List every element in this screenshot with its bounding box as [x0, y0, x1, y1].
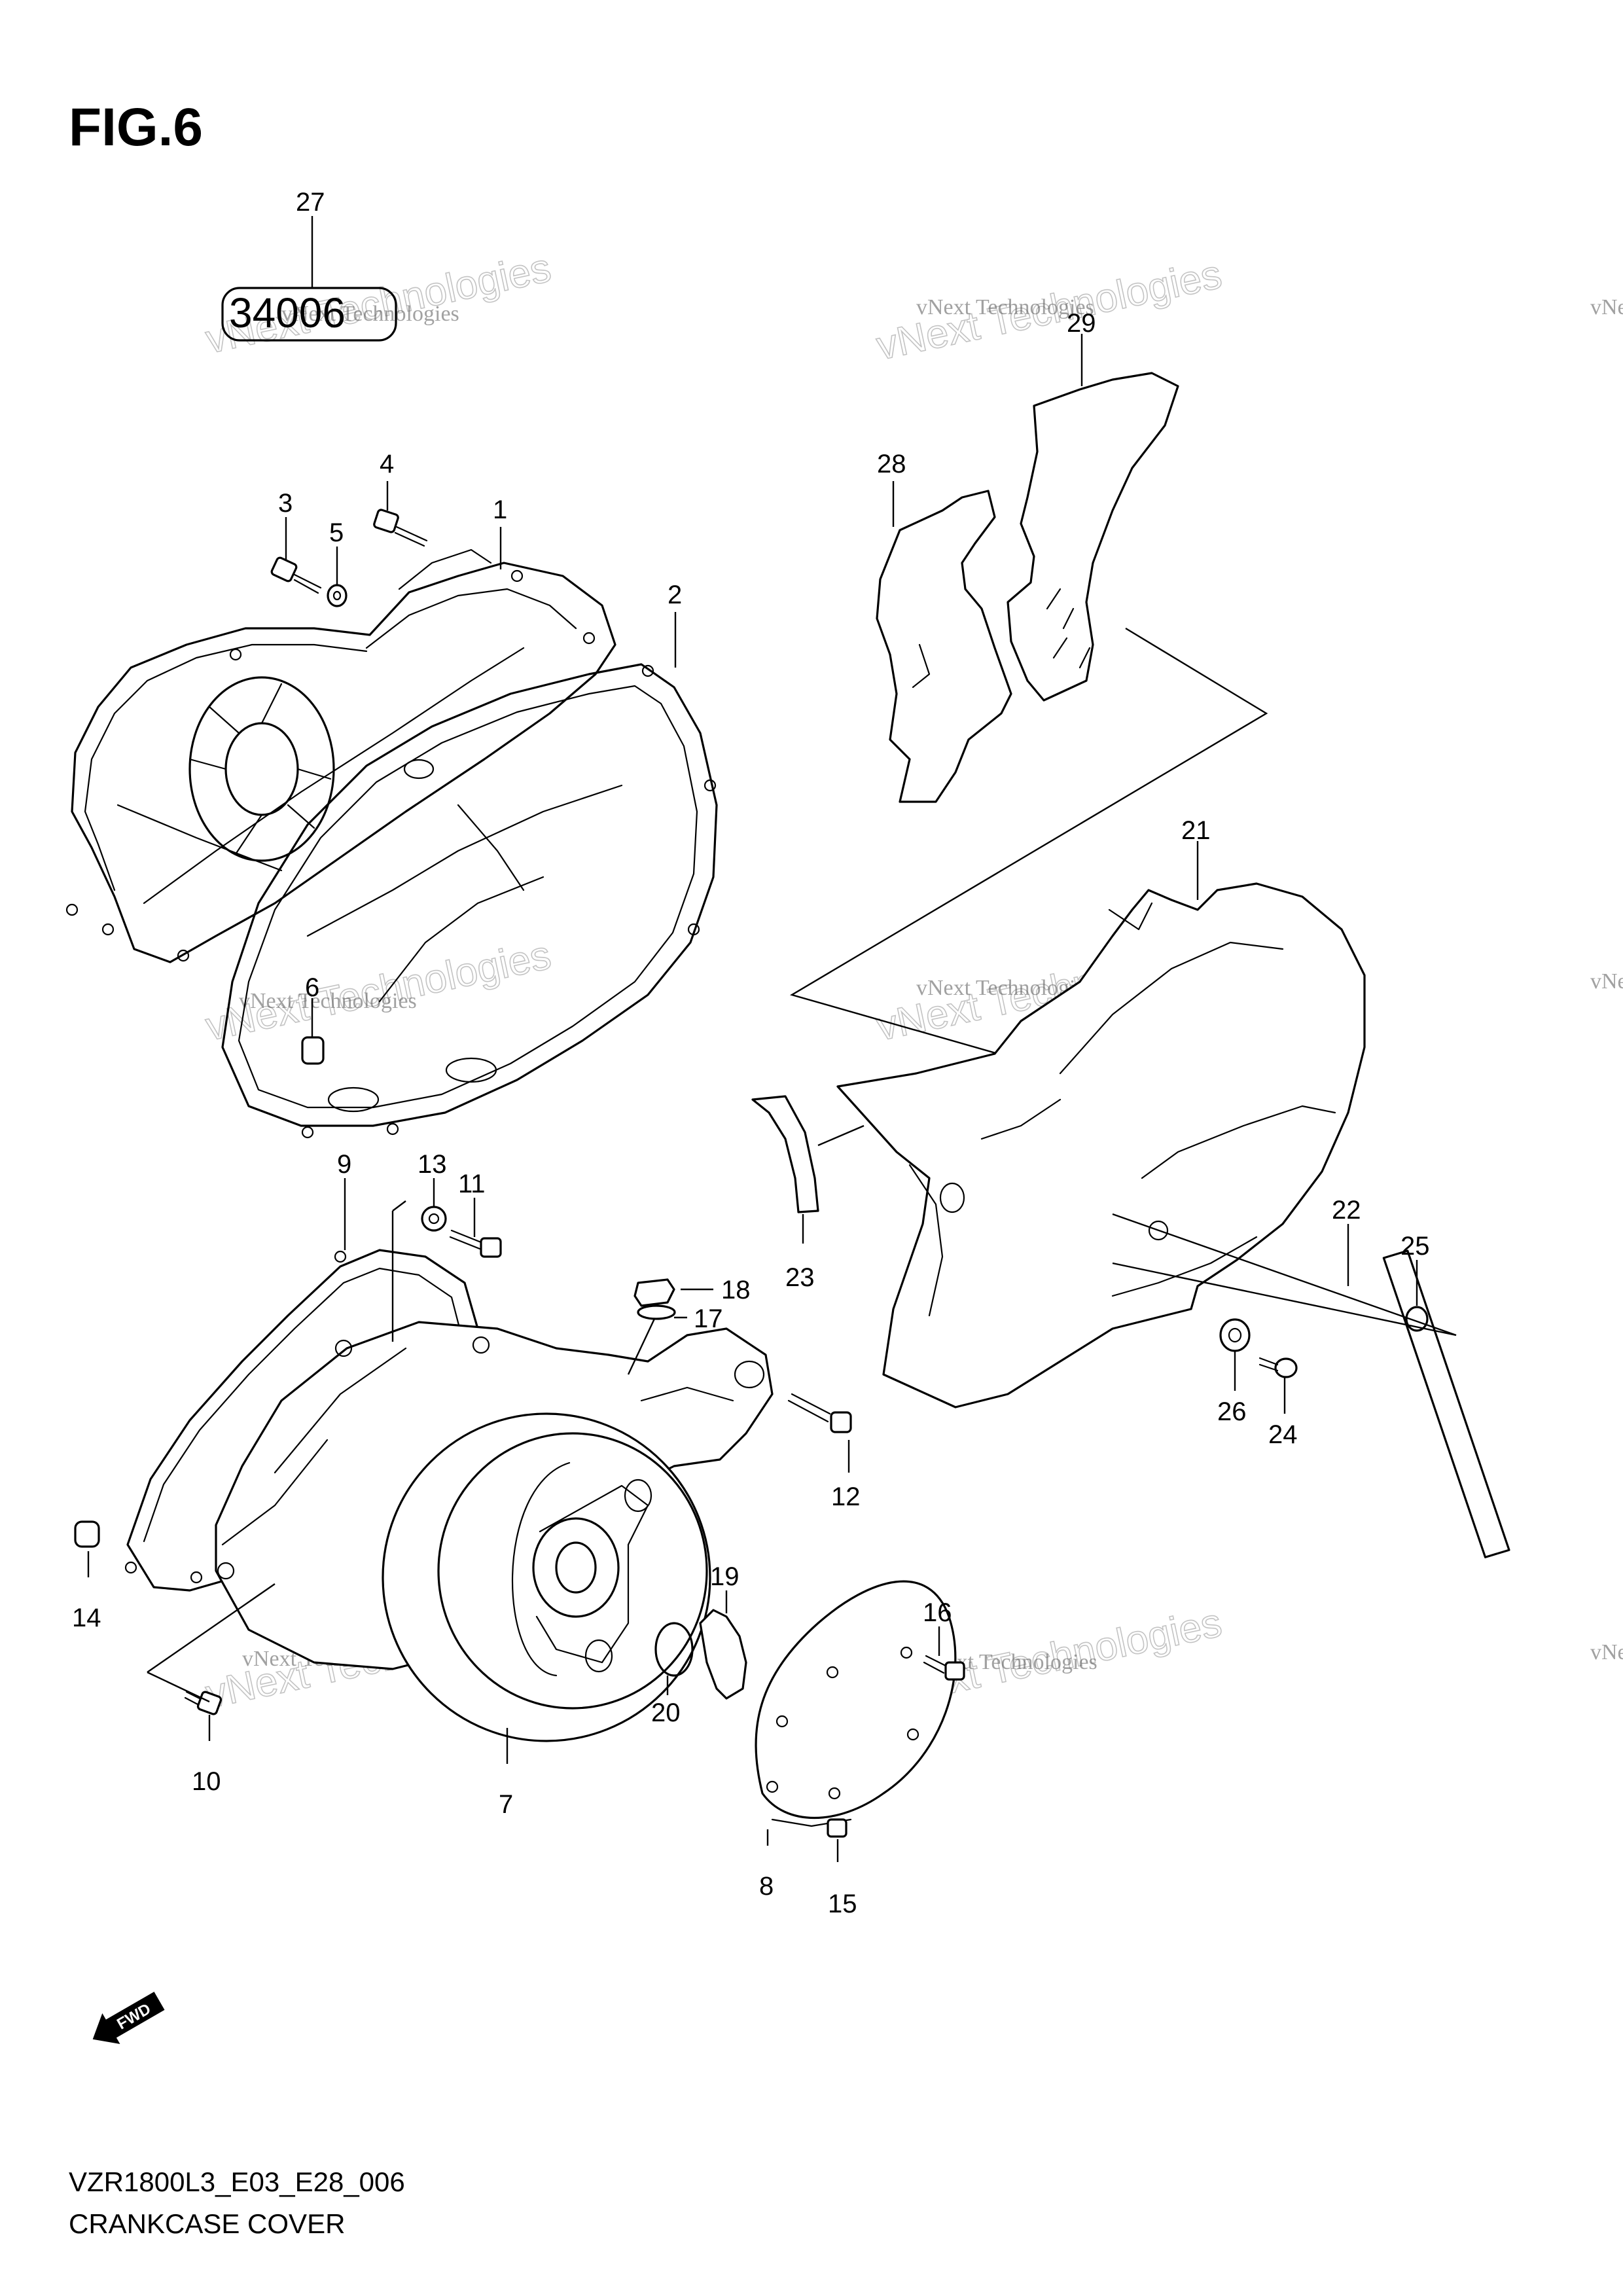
callout-17: 17 [694, 1304, 723, 1333]
kit-box-label: 34006 [229, 289, 346, 336]
part-18-plug [633, 1278, 675, 1307]
part-15-bolt [827, 1818, 847, 1838]
part-11-bolt [449, 1229, 502, 1258]
callout-29: 29 [1067, 309, 1096, 338]
kit-box-outline [221, 287, 397, 342]
callout-14: 14 [72, 1604, 101, 1632]
part-27-kit-box: 34006 [221, 216, 397, 342]
leader-23-to-cover [817, 1124, 865, 1147]
part-19-plug [699, 1609, 747, 1700]
part-26-collar [1219, 1318, 1251, 1352]
callouts: 27 4 3 5 1 2 28 29 6 21 23 22 25 26 24 9 [72, 188, 1430, 1918]
model-code: VZR1800L3_E03_E28_006 [69, 2166, 405, 2197]
watermark-small: vNext Technologies [1590, 295, 1623, 319]
part-5-washer [327, 584, 348, 607]
part-24-bolt [1258, 1357, 1298, 1378]
watermark-small: vNext Technologies [281, 302, 459, 326]
watermark-small: vNext Technologies [1590, 1640, 1623, 1664]
pointer-21-parts [1112, 1213, 1457, 1336]
callout-25: 25 [1400, 1232, 1430, 1261]
callout-5: 5 [329, 518, 344, 547]
part-29-cover-plate [1007, 372, 1179, 702]
callout-12: 12 [831, 1482, 861, 1511]
callout-8: 8 [759, 1872, 774, 1901]
part-4-bolt [373, 509, 428, 547]
callout-6: 6 [305, 973, 319, 1002]
part-8-cover-plate [755, 1580, 957, 1827]
watermark-small: vNext Technologies [239, 989, 417, 1013]
callout-9: 9 [337, 1150, 351, 1179]
watermark-small: vNext Technologies [916, 295, 1094, 319]
fwd-arrow-icon: FWD [92, 1992, 165, 2044]
callout-11: 11 [458, 1170, 486, 1198]
part-25-nut [1405, 1306, 1429, 1332]
callout-1: 1 [493, 495, 507, 524]
callout-3: 3 [278, 489, 293, 518]
part-20-o-ring [654, 1622, 694, 1677]
callout-27: 27 [296, 188, 325, 217]
callout-20: 20 [651, 1698, 681, 1727]
leader-13 [391, 1200, 406, 1342]
callout-13: 13 [418, 1150, 447, 1179]
callout-22: 22 [1332, 1196, 1361, 1225]
part-3-bolt [270, 556, 322, 594]
part-12-bolt [787, 1393, 852, 1433]
callout-18: 18 [721, 1276, 751, 1304]
callout-19: 19 [710, 1562, 740, 1591]
part-7-generator-cover [215, 1321, 774, 1742]
callout-21: 21 [1181, 816, 1211, 845]
callout-24: 24 [1268, 1420, 1298, 1449]
callout-7: 7 [499, 1790, 513, 1819]
part-1-clutch-cover [65, 548, 616, 963]
callout-2: 2 [668, 581, 682, 609]
callout-16: 16 [923, 1598, 952, 1627]
part-16-bolt [923, 1655, 965, 1681]
part-28-cover-plate [876, 490, 1012, 803]
leader-17 [627, 1318, 656, 1375]
part-23-seal [751, 1095, 819, 1213]
callout-28: 28 [877, 450, 906, 478]
section-name: CRANKCASE COVER [69, 2208, 345, 2239]
part-13-washer [421, 1206, 447, 1232]
figure-title: FIG.6 [69, 98, 203, 157]
pointer-28-29 [789, 627, 1268, 1075]
callout-23: 23 [785, 1263, 815, 1292]
part-10-bolt [184, 1691, 223, 1715]
callout-4: 4 [380, 450, 394, 478]
callout-26: 26 [1217, 1397, 1247, 1426]
part-17-o-ring [637, 1304, 676, 1320]
callout-10: 10 [192, 1767, 221, 1796]
watermark-small: vNext Technologies [1590, 969, 1623, 994]
callout-15: 15 [828, 1890, 857, 1918]
part-2-gasket [221, 663, 718, 1139]
part-22-stud [1382, 1249, 1510, 1558]
part-21-outer-cover [836, 882, 1366, 1408]
part-14-dowel [74, 1520, 100, 1548]
part-6-dowel [301, 1036, 325, 1065]
leader-10 [147, 1583, 276, 1703]
